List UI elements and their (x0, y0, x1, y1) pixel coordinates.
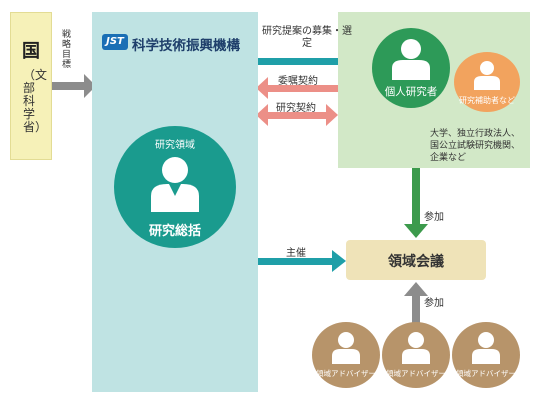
government-name: 国 (22, 41, 40, 62)
government-box: 国 （文部科学省） (10, 12, 52, 160)
supervisor-field-label: 研究領域 (155, 140, 195, 151)
participate-top-arrow (404, 112, 428, 238)
research-contract-arrow (256, 104, 338, 126)
researcher-circle: 個人研究者 (372, 28, 450, 108)
person-icon (332, 332, 360, 364)
institution-line: 大学、独立行政法人、 (430, 129, 521, 139)
participate-top-label: 参加 (424, 212, 444, 223)
council-box: 領域会議 (346, 240, 486, 280)
advisor-label: 領域アドバイザー (386, 369, 446, 378)
supervisor-role-label: 研究総括 (148, 224, 201, 239)
advisor-circle: 領域アドバイザー (312, 322, 380, 388)
participate-bottom-arrow (404, 282, 428, 326)
assistant-label: 研究補助者など (459, 96, 515, 105)
institution-line: 企業など (430, 153, 467, 163)
participate-bottom-label: 参加 (424, 298, 444, 309)
person-icon (474, 61, 500, 90)
person-icon (472, 332, 500, 364)
host-arrow (258, 250, 346, 272)
supervisor-circle: 研究領域 研究総括 (114, 126, 236, 248)
jst-name: 科学技術振興機構 (132, 38, 240, 54)
government-ministry: （文部科学省） (23, 68, 48, 134)
advisor-circle: 領域アドバイザー (452, 322, 520, 388)
advisor-label: 領域アドバイザー (316, 369, 376, 378)
assistant-circle: 研究補助者など (454, 52, 520, 112)
strategic-goal-label: 戦略目標 (62, 30, 72, 70)
host-label: 主催 (286, 248, 306, 259)
proposal-label-text: 研究提案の募集・選定 (262, 26, 352, 49)
strategic-goal-arrow (52, 74, 96, 98)
council-label: 領域会議 (388, 254, 444, 270)
person-icon (402, 332, 430, 364)
advisor-label: 領域アドバイザー (456, 369, 516, 378)
jst-logo: JST (102, 34, 128, 50)
institutions-list: 大学、独立行政法人、 国公立試験研究機関、 企業など (430, 128, 520, 164)
commission-label: 委嘱契約 (278, 76, 318, 87)
person-icon (151, 157, 199, 212)
person-icon (392, 39, 430, 80)
research-contract-label: 研究契約 (276, 103, 316, 114)
proposal-label: 研究提案の募集・選定 (262, 26, 352, 50)
advisor-circle: 領域アドバイザー (382, 322, 450, 388)
researcher-label: 個人研究者 (384, 86, 438, 98)
institution-line: 国公立試験研究機関、 (430, 141, 521, 151)
